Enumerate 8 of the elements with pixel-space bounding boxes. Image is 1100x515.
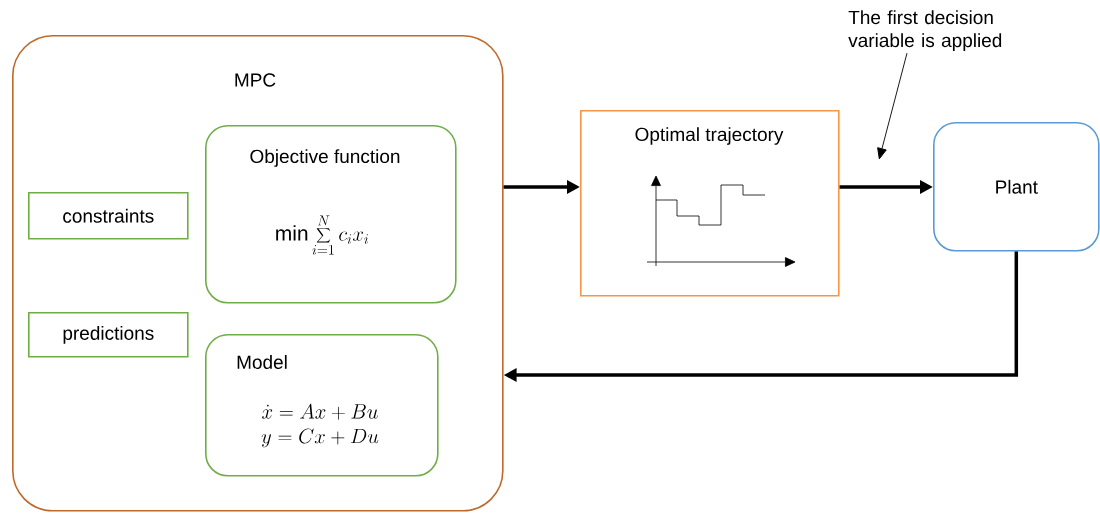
plant-box: Plant <box>933 122 1100 252</box>
input-box: predictions <box>28 312 189 358</box>
trajectory-box: Optimal trajectory <box>580 110 840 297</box>
leader-line <box>877 52 908 160</box>
annotation-text: The first decision variable is applied <box>848 10 1002 51</box>
input-box: constraints <box>28 192 189 240</box>
objective-box: Objective function $\min\sum_{i=1}^{N} c_i x_i$ <box>205 125 457 304</box>
model-box: Model $\dot{x} = Ax + Bu$ $y = Cx + Du$ <box>205 334 439 477</box>
